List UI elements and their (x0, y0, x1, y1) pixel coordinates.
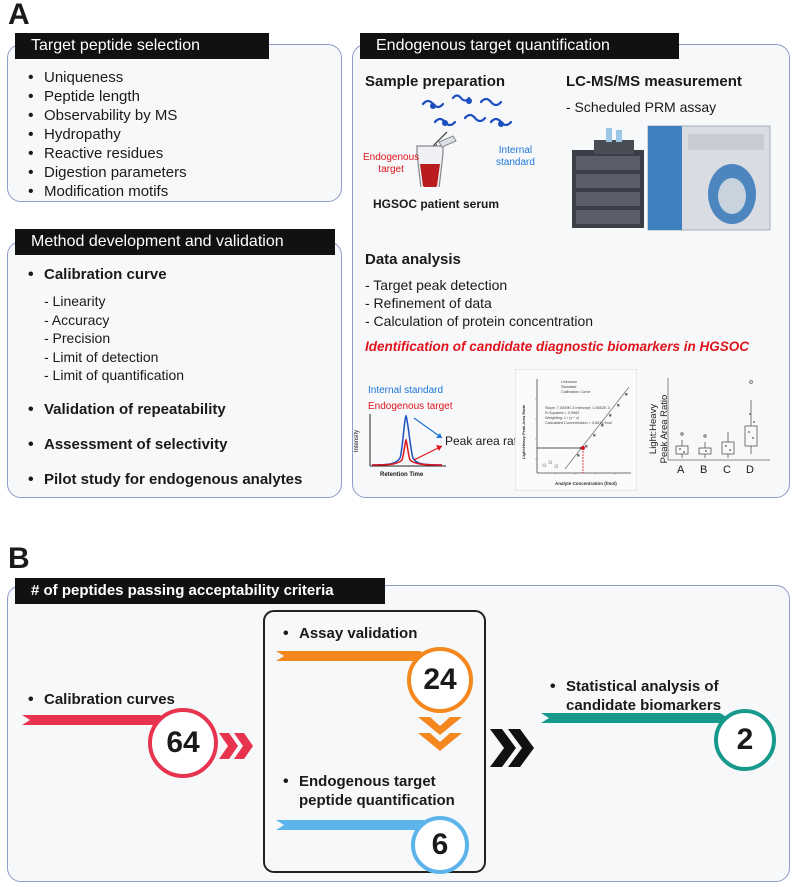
calib-stats-2: Weighting: 1 / (x * x) (545, 416, 580, 420)
list-item: - Precision (44, 330, 111, 346)
list-item: - Limit of quantification (44, 367, 185, 383)
calibration-curves-item: Calibration curves (26, 690, 175, 709)
list-item: - Calculation of protein concentration (365, 313, 594, 329)
box-plot (667, 378, 770, 461)
calibration-curve-item: Calibration curve (26, 265, 167, 284)
target-selection-header: Target peptide selection (15, 33, 269, 59)
repeatability-list: Validation of repeatability (26, 400, 226, 419)
list-item: Uniqueness (26, 68, 187, 87)
list-item: - Accuracy (44, 311, 110, 328)
data-analysis-label: Data analysis (365, 251, 461, 268)
list-item: - Linearity (44, 293, 106, 309)
internal-standard-label: Internal standard (496, 145, 535, 169)
statistical-analysis-item: Statistical analysis of candidate biomar… (548, 677, 721, 715)
list-item: Statistical analysis of candidate biomar… (548, 677, 721, 715)
calibration-plot: Slope: 7.6539E-3 Intercept: 1.5552E-3 R-… (515, 369, 637, 491)
sample-prep-illustration (416, 94, 513, 187)
list-item: Validation of repeatability (26, 400, 226, 419)
calib-x-label: Analyte Concentration (fmol) (555, 481, 617, 486)
boxplot-cat-b: B (700, 464, 708, 476)
panel-b-header: # of peptides passing acceptability crit… (15, 578, 385, 604)
target-selection-list: Uniqueness Peptide length Observability … (26, 68, 187, 201)
boxplot-cat-c: C (723, 464, 731, 476)
list-item: - Limit of detection (44, 348, 159, 365)
lcms-sub: - Scheduled PRM assay (566, 99, 717, 115)
chrom-x-label: Retention Time (380, 472, 424, 478)
calib-stats-0: Slope: 7.6539E-3 Intercept: 1.5552E-3 (545, 406, 610, 410)
pilot-list: Pilot study for endogenous analytes (26, 470, 302, 489)
list-item: Observability by MS (26, 106, 187, 125)
calib-y-label: Light:Heavy Peak Area Ratio (521, 404, 526, 459)
label-line: Light:Heavy (648, 403, 659, 455)
list-item: Pilot study for endogenous analytes (26, 470, 302, 489)
calib-stats-1: R-Squared = 0.9982 (545, 411, 579, 415)
list-item: Reactive residues (26, 144, 187, 163)
list-item: Digestion parameters (26, 163, 187, 182)
calib-legend-1: Standard (561, 385, 576, 389)
lcms-instrument-illustration (572, 125, 771, 231)
label-line: peptide quantification (299, 792, 455, 809)
list-item: - Target peak detection (365, 277, 508, 293)
endogenous-quant-item: Endogenous target peptide quantification (281, 772, 455, 810)
list-item: Assessment of selectivity (26, 435, 227, 454)
quantification-box (352, 44, 790, 498)
panel-a-letter: A (8, 0, 30, 31)
data-analysis-list: - Target peak detection - Refinement of … (365, 276, 593, 330)
label-line: Internal (498, 145, 533, 156)
label-line: Statistical analysis of (566, 678, 719, 695)
calib-legend-0: Unknown (561, 380, 577, 384)
list-item: - Refinement of data (365, 295, 492, 311)
assay-validation-item: Assay validation (281, 624, 417, 643)
label-line: Endogenous (363, 152, 420, 163)
calibration-count: 64 (166, 726, 200, 759)
chrom-y-label: Intensity (354, 429, 361, 453)
selectivity-list: Assessment of selectivity (26, 435, 227, 454)
label-line: standard (496, 157, 535, 168)
chrom-internal-standard-label: Internal standard (368, 385, 444, 396)
flow-graphics (22, 610, 776, 874)
list-item: Calibration curves (26, 690, 175, 709)
label-line: candidate biomarkers (566, 697, 722, 714)
list-item: Endogenous target peptide quantification (281, 772, 455, 810)
endogenous-count: 6 (431, 828, 449, 861)
peak-area-ratio-label: Peak area ratio (445, 434, 527, 448)
biomarker-highlight: Identification of candidate diagnostic b… (365, 339, 750, 354)
list-item: Peptide length (26, 87, 187, 106)
calib-stats-3: Calculated Concentration = 3.6616 fmol (545, 421, 612, 425)
panel-b-letter: B (8, 542, 30, 575)
quantification-header: Endogenous target quantification (360, 33, 679, 59)
sample-prep-label: Sample preparation (365, 73, 506, 90)
lcms-label: LC-MS/MS measurement (566, 73, 742, 90)
label-line: target (378, 164, 404, 175)
boxplot-cat-d: D (746, 464, 754, 476)
chrom-endogenous-target-label: Endogenous target (368, 401, 453, 412)
serum-label: HGSOC patient serum (373, 197, 500, 211)
calib-legend-2: Calibration Curve (561, 390, 590, 394)
chromatogram (369, 414, 446, 467)
list-item: Modification motifs (26, 182, 187, 201)
calibration-list: Calibration curve (26, 265, 167, 284)
method-dev-header: Method development and validation (15, 229, 335, 255)
statistical-count: 2 (736, 723, 754, 756)
list-item: Hydropathy (26, 125, 187, 144)
list-item: Assay validation (281, 624, 417, 643)
assay-count: 24 (423, 663, 457, 696)
boxplot-cat-a: A (677, 464, 685, 476)
label-line: Endogenous target (299, 773, 436, 790)
calibration-subitems: - Linearity - Accuracy - Precision - Lim… (44, 292, 184, 385)
endogenous-target-label: Endogenous target (363, 152, 419, 176)
